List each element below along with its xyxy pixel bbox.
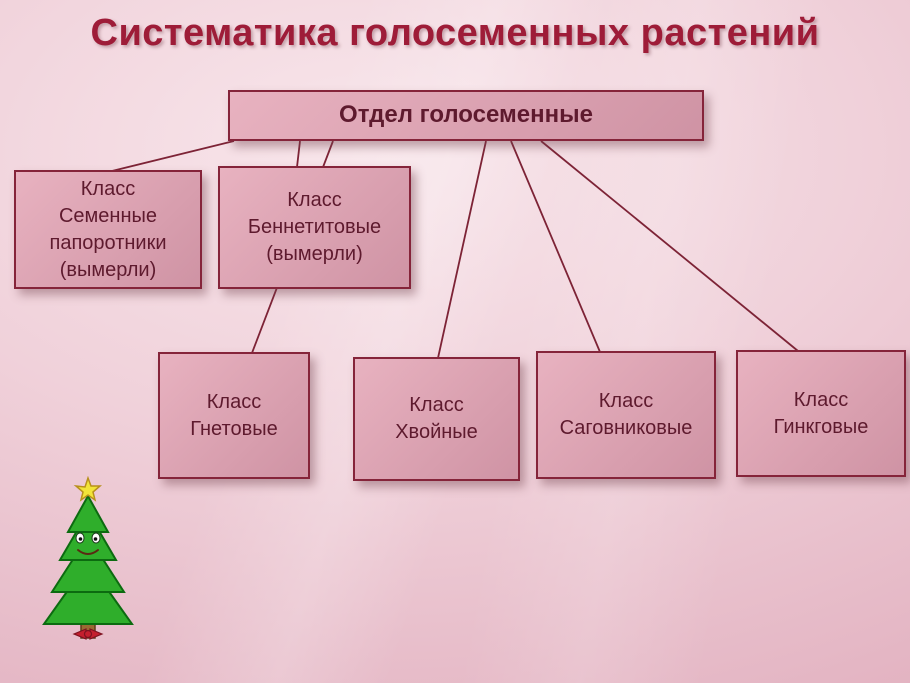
node-class-label: Класс Семенные папоротники (вымерли) [49,177,167,281]
star-icon [73,476,103,502]
node-class-label: Класс Гинкговые [773,388,869,438]
node-class-gnetophytes: Класс Гнетовые [158,352,310,479]
bow-knot [83,629,93,639]
page-title: Систематика голосеменных растений [90,12,820,54]
christmas-tree-icon [42,476,134,640]
node-class-label: Класс Беннетитовые (вымерли) [247,189,382,265]
node-class-label: Класс Саговниковые [559,390,693,439]
node-class-conifers: Класс Хвойные [353,357,520,481]
tree-smile [77,549,99,555]
node-division-label: Отдел голосеменные [339,101,593,129]
connector-to-bennettitales [296,140,301,168]
connector-to-seed-ferns [111,140,235,172]
node-class-seed-ferns: Класс Семенные папоротники (вымерли) [14,170,202,289]
tree-tier [58,510,118,561]
connector-to-cycads [510,140,601,353]
connector-to-ginkgophytes [540,140,799,352]
connector-to-conifers [437,140,487,359]
tree-pupil [93,537,98,541]
tree-tier [66,493,110,533]
node-class-label: Класс Хвойные [395,394,478,443]
node-class-cycads: Класс Саговниковые [536,351,716,479]
node-class-ginkgophytes: Класс Гинкговые [736,350,906,477]
node-division-gymnosperms: Отдел голосеменные [228,90,704,141]
tree-pupil [78,537,83,541]
node-class-bennettitales: Класс Беннетитовые (вымерли) [218,166,411,289]
node-class-label: Класс Гнетовые [190,390,278,440]
tree-tier [50,534,126,593]
